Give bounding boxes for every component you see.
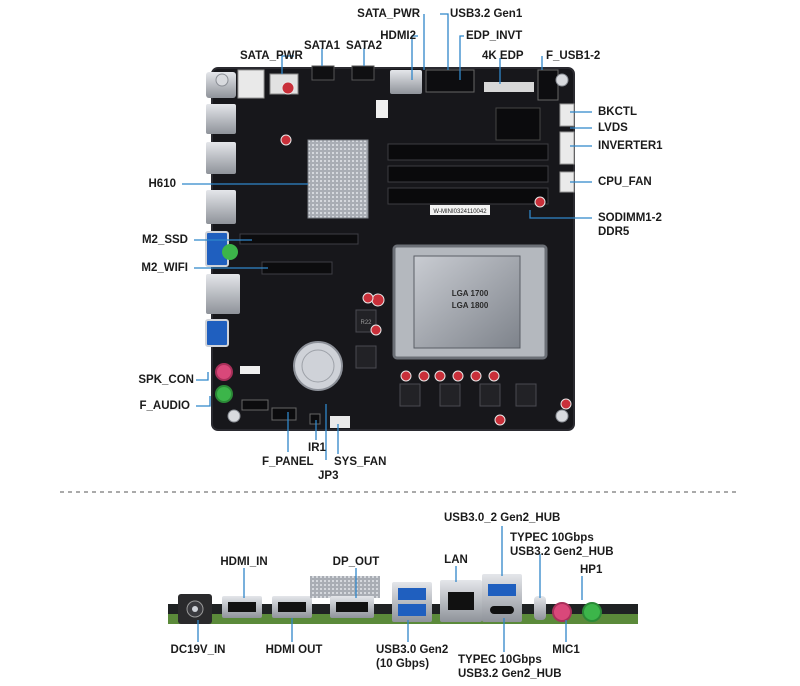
label-bkctl: BKCTL — [598, 106, 637, 118]
label-typec-bottom-1: TYPEC 10Gbps — [458, 654, 542, 666]
label-usb30-2-hub: USB3.0_2 Gen2_HUB — [444, 512, 561, 524]
hdmi-port — [206, 142, 236, 174]
f-panel-header — [271, 407, 297, 421]
label-hdmi-out: HDMI OUT — [265, 644, 323, 656]
label-spk-con: SPK_CON — [138, 374, 194, 386]
label-sata2: SATA2 — [346, 40, 382, 52]
socket-text: LGA 1800 — [452, 301, 489, 310]
label-m2-wifi: M2_WIFI — [141, 262, 188, 274]
vrm-code: R22 — [360, 320, 372, 326]
label-typec-top-2: USB3.2 Gen2_HUB — [510, 546, 614, 558]
label-sata-pwr-top: SATA_PWR — [357, 8, 420, 20]
capacitors — [280, 81, 572, 426]
m2-wifi-slot — [261, 261, 333, 275]
dp-port — [206, 190, 236, 224]
label-inverter1: INVERTER1 — [598, 140, 663, 152]
usb-typec-stack — [482, 574, 522, 622]
top-board: W-MINI0324110042 LGA 1700 LGA 1800 R22 — [205, 65, 575, 431]
label-jp3: JP3 — [318, 470, 339, 482]
label-lan: LAN — [444, 554, 468, 566]
hp-jack — [582, 602, 602, 622]
label-h610: H610 — [148, 178, 177, 190]
label-typec-top-1: TYPEC 10Gbps — [510, 532, 594, 544]
sata1-connector — [311, 65, 335, 81]
label-lvds: LVDS — [598, 122, 628, 134]
leader-lines-bottom — [197, 526, 583, 652]
typec-port — [534, 596, 546, 620]
label-hdmi2: HDMI2 — [380, 30, 416, 42]
label-f-audio: F_AUDIO — [139, 400, 190, 412]
mount-holes — [215, 73, 569, 423]
hdmi-port — [206, 104, 236, 134]
mic-jack — [552, 602, 572, 622]
sodimm-slot — [387, 187, 549, 205]
h610-heatsink — [307, 139, 369, 219]
label-cpu-fan: CPU_FAN — [598, 176, 652, 188]
label-usb32-gen1: USB3.2 Gen1 — [450, 8, 523, 20]
sys-fan-connector — [330, 416, 350, 428]
audio-jack-green — [215, 385, 233, 403]
label-typec-bottom-2: USB3.2 Gen2_HUB — [458, 668, 562, 680]
dp-heatsink — [310, 576, 380, 598]
label-f-panel: F_PANEL — [262, 456, 314, 468]
audio-jack-pink — [215, 363, 233, 381]
bkctl-connector — [559, 103, 575, 127]
usb32-header — [425, 69, 475, 93]
label-dc19v-in: DC19V_IN — [170, 644, 226, 656]
m2-ssd-slot — [239, 233, 359, 245]
cpu-socket-lid — [413, 255, 521, 349]
ir-header — [309, 413, 321, 425]
io-panel — [168, 574, 638, 624]
label-usb30-gen2-1: USB3.0 Gen2 — [376, 644, 449, 656]
label-sys-fan: SYS_FAN — [334, 456, 387, 468]
f-usb-header — [537, 69, 559, 101]
power-connector — [237, 69, 265, 99]
ram-sticker-text: W-MINI0324110042 — [433, 209, 487, 215]
leader-lines-top — [182, 13, 592, 460]
label-ddr5: DDR5 — [598, 226, 630, 238]
label-f-usb1-2: F_USB1-2 — [546, 50, 601, 62]
sodimm-slot — [387, 165, 549, 183]
label-hp1: HP1 — [580, 564, 603, 576]
green-standoff — [222, 244, 238, 260]
label-usb30-gen2-2: (10 Gbps) — [376, 658, 430, 670]
label-dp-out: DP_OUT — [332, 556, 380, 568]
small-connector — [376, 100, 388, 118]
inverter-connector — [559, 131, 575, 165]
usb-port — [205, 319, 229, 347]
ic-chip — [495, 107, 541, 141]
label-ir1: IR1 — [308, 442, 326, 454]
vrm-chokes — [355, 309, 537, 407]
spk-header — [240, 366, 260, 374]
ram-sticker — [430, 205, 490, 215]
label-sodimm: SODIMM1-2 — [598, 212, 662, 224]
lan-port — [206, 274, 240, 314]
label-4k-edp: 4K EDP — [482, 50, 524, 62]
edp-connector — [484, 82, 534, 92]
label-sata-pwr-left: SATA_PWR — [240, 50, 303, 62]
socket-text: LGA 1700 — [452, 289, 489, 298]
hdmi2-connector — [390, 70, 422, 94]
label-edp-invt: EDP_INVT — [466, 30, 523, 42]
label-hdmi-in: HDMI_IN — [220, 556, 268, 568]
label-sata1: SATA1 — [304, 40, 340, 52]
sata2-connector — [351, 65, 375, 81]
cmos-battery — [293, 341, 343, 391]
f-audio-header — [241, 399, 269, 411]
label-mic1: MIC1 — [552, 644, 580, 656]
sodimm-slot — [387, 143, 549, 161]
label-m2-ssd: M2_SSD — [141, 234, 188, 246]
